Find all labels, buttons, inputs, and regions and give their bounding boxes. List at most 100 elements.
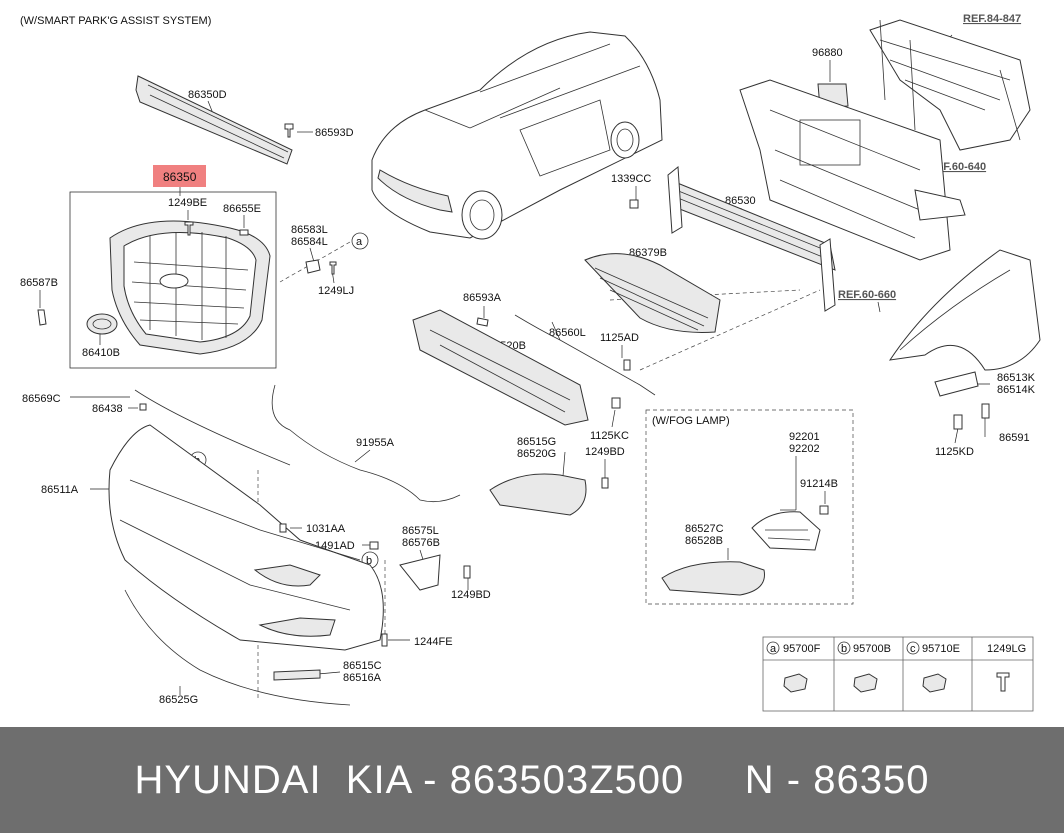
highlight-box <box>153 165 206 187</box>
label-86587B: 86587B <box>20 277 58 289</box>
label-86593D: 86593D <box>315 127 354 139</box>
highlight-part-number[interactable]: 86350 <box>163 170 197 184</box>
label-86569C: 86569C <box>22 393 61 405</box>
svg-text:a: a <box>770 643 777 655</box>
svg-text:95710E: 95710E <box>922 643 960 655</box>
label-86379B: 86379B <box>629 247 667 259</box>
vehicle-illustration <box>371 31 663 240</box>
clip-86655E[interactable] <box>239 229 249 236</box>
label-86527C: 86527C <box>685 523 724 535</box>
ref-label-84-847[interactable]: REF.84-847 <box>963 13 1021 25</box>
svg-text:95700B: 95700B <box>853 643 891 655</box>
label-96880: 96880 <box>812 47 843 59</box>
screw-1249BE[interactable] <box>184 221 194 236</box>
svg-text:1249LG: 1249LG <box>987 643 1026 655</box>
front-bumper-86511A[interactable] <box>108 424 384 651</box>
label-86525G: 86525G <box>159 694 198 706</box>
label-92201: 92201 <box>789 431 820 443</box>
screw-1244FE[interactable] <box>381 633 388 647</box>
fender-ref-60-660 <box>888 249 1041 371</box>
fog-cover-86527C[interactable] <box>661 561 765 596</box>
energy-absorber-86520B[interactable] <box>412 309 589 426</box>
legend-item-1249LG[interactable]: 1249LG <box>987 643 1026 692</box>
footer-banner: HYUNDAI KIA - 863503Z500 N - 86350 <box>0 727 1064 833</box>
fog-lamp-92201[interactable] <box>751 511 821 551</box>
clip-86593D[interactable] <box>284 123 294 138</box>
leader-lines <box>39 34 990 695</box>
legend-item-a[interactable]: a 95700F <box>766 641 821 693</box>
callout-a-upper: a <box>351 232 369 250</box>
label-86528B: 86528B <box>685 535 723 547</box>
svg-text:b: b <box>366 555 372 567</box>
legend-table: a 95700F b 95700B c 95710E 1249LG <box>762 636 1034 712</box>
bolt-1249BD-upper[interactable] <box>601 477 609 489</box>
clip-86593A[interactable] <box>476 317 489 327</box>
label-86516A: 86516A <box>343 672 382 684</box>
grille-group-box <box>69 191 277 369</box>
trim-strip-86515C[interactable] <box>273 669 321 681</box>
bracket-86583L[interactable] <box>305 259 321 274</box>
label-1249BD-upper: 1249BD <box>585 446 625 458</box>
rail-86560L[interactable] <box>514 314 656 396</box>
label-1125KC: 1125KC <box>590 430 629 442</box>
svg-text:c: c <box>910 643 916 655</box>
label-1125AD: 1125AD <box>600 332 639 344</box>
bolt-1249LJ[interactable] <box>329 261 337 275</box>
label-86514K: 86514K <box>997 384 1036 396</box>
label-1249LJ: 1249LJ <box>318 285 354 297</box>
label-86513K: 86513K <box>997 372 1036 384</box>
screw-86591[interactable] <box>981 403 990 419</box>
header-note: (W/SMART PARK'G ASSIST SYSTEM) <box>20 15 211 27</box>
legend-item-b[interactable]: b 95700B <box>837 641 891 693</box>
bolt-1125AD[interactable] <box>623 359 631 371</box>
label-86350D: 86350D <box>188 89 227 101</box>
label-fog-lamp: (W/FOG LAMP) <box>652 415 730 427</box>
bolt-1339CC[interactable] <box>629 199 639 209</box>
label-92202: 92202 <box>789 443 820 455</box>
fog-lamp-group-box <box>645 409 854 605</box>
bulb-91214B[interactable] <box>819 505 829 515</box>
emblem-86410B[interactable] <box>86 313 118 335</box>
carrier-frame-ref-84-847 <box>869 19 1031 151</box>
lower-grille-86379B[interactable] <box>584 253 721 333</box>
clip-1031AA[interactable] <box>279 523 287 533</box>
wiring-harness-91955A[interactable] <box>271 384 461 503</box>
label-86584L: 86584L <box>291 236 328 248</box>
label-86593A: 86593A <box>463 292 502 304</box>
label-91214B: 91214B <box>800 478 838 490</box>
bolt-1249BD-lower[interactable] <box>463 565 471 579</box>
legend-item-c[interactable]: c 95710E <box>906 641 960 693</box>
label-86515G: 86515G <box>517 436 556 448</box>
label-86410B: 86410B <box>82 347 120 359</box>
label-86520G: 86520G <box>517 448 556 460</box>
lower-lip-86525G[interactable] <box>124 589 351 706</box>
bolt-1125KC[interactable] <box>611 397 621 409</box>
clip-1491AD[interactable] <box>369 541 379 550</box>
label-86530: 86530 <box>725 195 756 207</box>
bracket-86513K[interactable] <box>934 371 979 397</box>
ref-label-60-660[interactable]: REF.60-660 <box>838 289 896 301</box>
clip-86438[interactable] <box>139 403 147 411</box>
label-86511A: 86511A <box>41 484 79 496</box>
bracket-86575L[interactable] <box>399 554 441 591</box>
bracket-86587B[interactable] <box>37 309 47 326</box>
label-1125KD: 1125KD <box>935 446 974 458</box>
label-1339CC: 1339CC <box>611 173 651 185</box>
label-86583L: 86583L <box>291 224 328 236</box>
label-86438: 86438 <box>92 403 123 415</box>
label-86576B: 86576B <box>402 537 440 549</box>
radiator-support-ref-60-640 <box>739 79 966 261</box>
footer-part-info: HYUNDAI KIA - 863503Z500 N - 86350 <box>134 757 930 802</box>
bolt-1125KD[interactable] <box>953 414 963 430</box>
parts-diagram: (W/SMART PARK'G ASSIST SYSTEM) REF.84-84… <box>20 13 1041 712</box>
svg-text:a: a <box>356 236 363 248</box>
trim-86569C[interactable] <box>134 389 291 466</box>
label-1244FE: 1244FE <box>414 636 453 648</box>
label-1249BE: 1249BE <box>168 197 207 209</box>
bumper-beam-86530[interactable] <box>667 166 836 312</box>
label-1031AA: 1031AA <box>306 523 346 535</box>
radiator-grille-86350[interactable] <box>109 220 271 355</box>
fog-garnish-86515G[interactable] <box>489 473 587 516</box>
label-86591: 86591 <box>999 432 1030 444</box>
label-91955A: 91955A <box>356 437 395 449</box>
